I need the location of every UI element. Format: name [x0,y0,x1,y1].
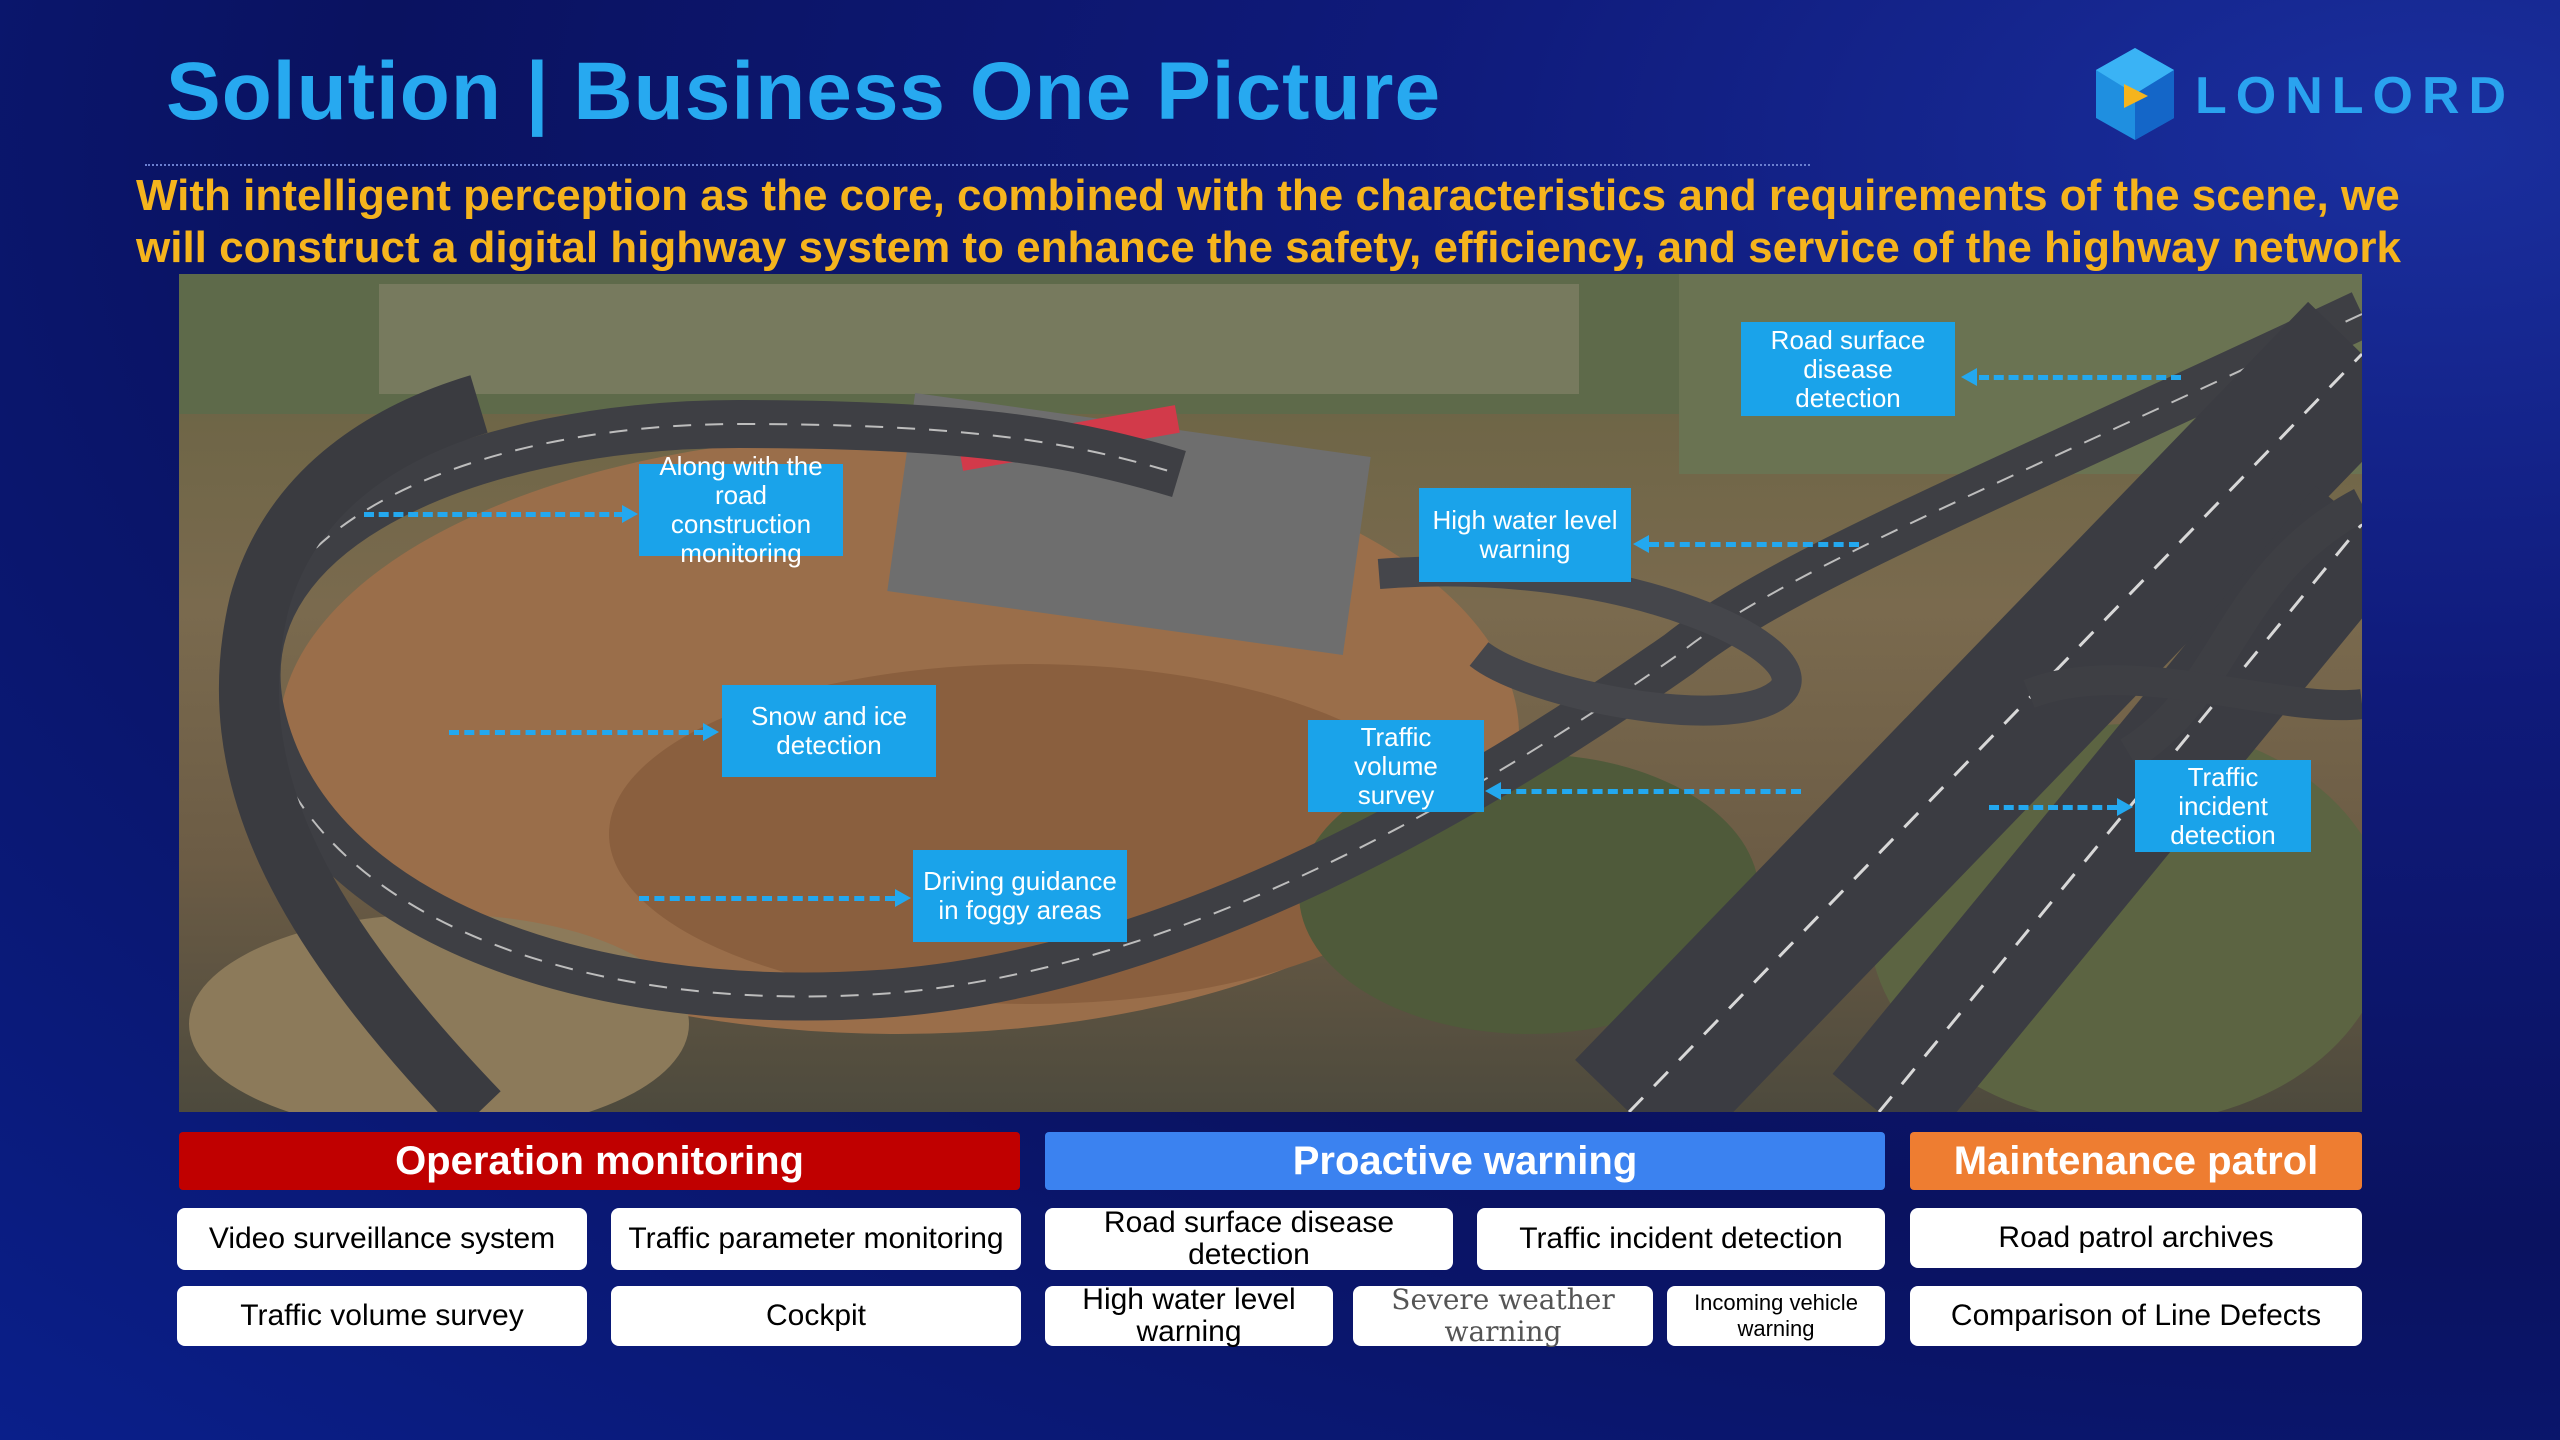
category-proactive-warning: Proactive warning [1045,1132,1885,1190]
arrow-snow-ice [449,730,704,735]
highway-illustration [179,274,2362,1112]
aerial-highway-photo: Along with the road construction monitor… [179,274,2362,1112]
page-title: Solution | Business One Picture [166,46,1442,137]
arrowhead-high-water [1633,535,1649,553]
category-operation-monitoring: Operation monitoring [179,1132,1020,1190]
item-cockpit[interactable]: Cockpit [611,1286,1021,1346]
callout-traffic-incident-detection: Traffic incident detection [2135,760,2311,852]
item-road-patrol-archives[interactable]: Road patrol archives [1910,1208,2362,1268]
category-maintenance-patrol: Maintenance patrol [1910,1132,2362,1190]
arrow-high-water [1649,542,1859,547]
lonlord-logo-icon [2096,48,2174,140]
title-divider [145,164,1810,166]
item-severe-weather-warning[interactable]: Severe weather warning [1353,1284,1653,1348]
arrowhead-traffic-incident [2117,798,2133,816]
subtitle-line-1: With intelligent perception as the core,… [136,171,2400,220]
callout-road-construction-monitoring: Along with the road construction monitor… [639,452,843,568]
item-traffic-volume-survey[interactable]: Traffic volume survey [177,1286,587,1346]
item-traffic-incident-detection[interactable]: Traffic incident detection [1477,1208,1885,1270]
callout-high-water-level: High water level warning [1419,488,1631,582]
callout-traffic-volume-survey: Traffic volume survey [1308,720,1484,812]
arrow-traffic-incident [1989,805,2117,810]
logo: LONLORD [2090,44,2530,144]
arrow-foggy [639,896,895,901]
item-traffic-parameter-monitoring[interactable]: Traffic parameter monitoring [611,1208,1021,1270]
arrowhead-traffic-volume [1485,782,1501,800]
arrowhead-road-construction [622,505,638,523]
arrowhead-foggy [895,889,911,907]
arrow-road-surface [1979,375,2181,380]
logo-text: LONLORD [2195,67,2516,125]
item-video-surveillance-system[interactable]: Video surveillance system [177,1208,587,1270]
callout-foggy-guidance: Driving guidance in foggy areas [913,850,1127,942]
subtitle-line-2: will construct a digital highway system … [136,223,2401,272]
item-high-water-level-warning[interactable]: High water level warning [1045,1284,1333,1348]
item-comparison-line-defects[interactable]: Comparison of Line Defects [1910,1286,2362,1346]
arrowhead-road-surface [1961,368,1977,386]
arrowhead-snow-ice [703,723,719,741]
subtitle: With intelligent perception as the core,… [136,170,2466,274]
arrow-traffic-volume [1501,789,1801,794]
item-road-surface-disease-detection[interactable]: Road surface disease detection [1045,1207,1453,1271]
arrow-road-construction [364,512,624,517]
callout-snow-ice-detection: Snow and ice detection [722,685,936,777]
item-incoming-vehicle-warning[interactable]: Incoming vehicle warning [1667,1286,1885,1346]
callout-road-surface-disease: Road surface disease detection [1741,322,1955,416]
